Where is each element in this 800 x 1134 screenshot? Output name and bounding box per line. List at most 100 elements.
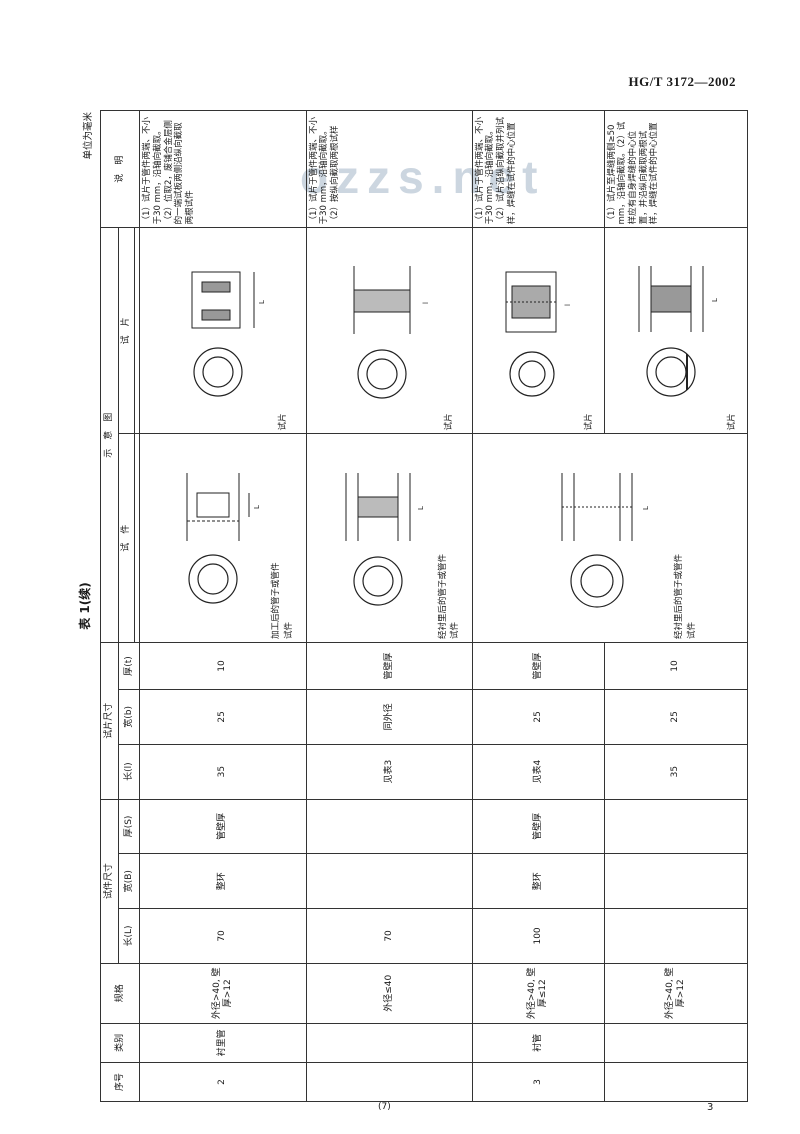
row-b: 25 (604, 689, 748, 745)
table-row: 外径≤40 70 见表3 同外径 管壁厚 L 经衬里后的管子或管件 (306, 110, 473, 1102)
sample-diagram-cell: l 试片 (472, 227, 605, 434)
page-number: 3 (707, 1102, 714, 1113)
row-width (604, 853, 748, 909)
specimen-diagram-cell: L 加工后的管子或管件 试件 (139, 433, 307, 643)
row-spec: 外径≤40 (306, 963, 473, 1024)
sample-tag: 试片 (277, 413, 288, 431)
header-no: 序号 (100, 1062, 140, 1102)
row-length: 70 (139, 908, 307, 964)
header-spec: 规格 (100, 963, 140, 1024)
specimen-diagram-3: L (561, 473, 650, 608)
row-thickness: 管壁厚 (472, 799, 605, 854)
specimen-caption: 加工后的管子或管件 (271, 562, 282, 640)
table-title: 表 1(续) (78, 582, 92, 630)
row-no: 3 (472, 1062, 605, 1102)
header-length: 长(L) (118, 908, 140, 964)
row-t: 管壁厚 (306, 642, 473, 690)
row-t: 10 (139, 642, 307, 690)
row-thickness (604, 799, 748, 854)
specimen-tag: 试件 (283, 622, 294, 640)
sample-tag: 试片 (726, 413, 737, 431)
sample-diagram-4: L (638, 265, 719, 397)
row-length: 100 (472, 908, 605, 964)
standard-number: HG/T 3172—2002 (628, 74, 736, 89)
specimen-tag: 试件 (686, 622, 697, 640)
row-category (604, 1023, 748, 1063)
svg-text:l: l (422, 302, 430, 304)
row-note: （1）试片于管件两端、不小于30 mm，沿轴向截取。（2）按纵向截取两根试样 (306, 110, 473, 228)
row-b: 25 (139, 689, 307, 745)
header-specimen-group: 试片尺寸 (100, 642, 119, 800)
sample-tag: 试片 (584, 413, 594, 431)
header-diagram: 示 意 图 (100, 227, 119, 643)
specimen-diagram-1: L (186, 473, 261, 604)
sample-diagram-cell: l 试片 (306, 227, 473, 434)
header-note: 说 明 (100, 110, 140, 228)
row-no: 2 (139, 1062, 307, 1102)
svg-text:L: L (253, 505, 261, 509)
header-specimen: 试 件 (118, 433, 135, 643)
row-length: 70 (306, 908, 473, 964)
row-no (306, 1062, 473, 1102)
header-l: 长(l) (118, 744, 140, 800)
row-t: 管壁厚 (472, 642, 605, 690)
sample-diagram-cell: L 试片 (139, 227, 307, 434)
row-t: 10 (604, 642, 748, 690)
specimen-caption: 经衬里后的管子或管件 (674, 554, 685, 640)
row-category: 衬里管 (139, 1023, 307, 1063)
specimen-diagram-2: L (345, 473, 425, 606)
specimen-diagram-cell: L 经衬里后的管子或管件 试件 (306, 433, 473, 643)
specimen-caption: 经衬里后的管子或管件 (437, 554, 448, 640)
header-row-1: 序号 类别 规格 试件尺寸 试片尺寸 示 意 图 说 明 (100, 110, 140, 1102)
svg-text:l: l (564, 304, 572, 306)
header-size-group: 试件尺寸 (100, 799, 119, 964)
header-b: 宽(b) (118, 689, 140, 745)
svg-text:L: L (711, 298, 719, 302)
row-width: 整环 (472, 853, 605, 909)
row-b: 25 (472, 689, 605, 745)
table-row: 3 衬管 外径>40, 壁厚≤12 100 整环 管壁厚 见表4 25 管壁厚 … (472, 110, 748, 1102)
specimen-tag: 试件 (450, 622, 461, 640)
sample-diagram-1: L (191, 271, 266, 397)
row-length (604, 908, 748, 964)
row-note: （1）试片于管件两端、不小于30 mm，沿轴向截取。（2）位取2，废铺合金层侧的… (139, 110, 307, 228)
row-width: 整环 (139, 853, 307, 909)
sample-tag: 试片 (443, 413, 454, 431)
row-spec: 外径>40, 壁厚≤12 (472, 963, 605, 1024)
row-l: 见表3 (306, 744, 473, 800)
row-l: 35 (139, 744, 307, 800)
header-t: 厚(t) (118, 642, 140, 690)
unit-note: 单位为毫米 (83, 112, 94, 160)
table-row: 2 衬里管 外径>40, 壁厚>12 70 整环 管壁厚 35 25 10 L (139, 110, 307, 1102)
row-thickness: 管壁厚 (139, 799, 307, 854)
row-category: 衬管 (472, 1023, 605, 1063)
row-l: 35 (604, 744, 748, 800)
header-thickness: 厚(S) (118, 799, 140, 854)
header-width: 宽(B) (118, 853, 140, 909)
row-note: （1）试片至焊缝两侧≥50 mm，沿轴向截取。（2）试样应有自身焊缝的中心位置，… (604, 110, 748, 228)
svg-text:L: L (417, 506, 425, 510)
svg-text:L: L (258, 300, 266, 304)
header-row-2: 长(L) 宽(B) 厚(S) 长(l) 宽(b) 厚(t) 试 件 试 片 (118, 111, 140, 1102)
sample-diagram-cell: L 试片 (604, 227, 748, 434)
row-l: 见表4 (472, 744, 605, 800)
specimen-diagram-cell: L 经衬里后的管子或管件 试件 (472, 433, 748, 643)
footer-mark: (7) (378, 1102, 391, 1112)
svg-text:L: L (642, 506, 650, 510)
row-thickness (306, 799, 473, 854)
row-category (306, 1023, 473, 1063)
row-no (604, 1062, 748, 1102)
spec-table: 序号 类别 规格 试件尺寸 试片尺寸 示 意 图 说 明 长(L) 宽(B) 厚… (100, 110, 748, 1102)
sample-diagram-2: l (353, 265, 430, 399)
watermark: ozzs.net (300, 151, 546, 203)
row-spec: 外径>40, 壁厚>12 (604, 963, 748, 1024)
row-spec: 外径>40, 壁厚>12 (139, 963, 307, 1024)
row-note: （1）试片于管件两端、不小于30 mm，沿轴向截取。（2）试片沿纵向截取并列试样… (472, 110, 605, 228)
row-b: 同外径 (306, 689, 473, 745)
row-width (306, 853, 473, 909)
rotated-table-page: 表 1(续) 单位为毫米 序号 类别 规格 试件尺寸 试片尺寸 示 意 图 说 … (78, 110, 748, 1102)
header-sample: 试 片 (118, 227, 135, 434)
sample-diagram-3: l (505, 271, 572, 397)
table-row: 外径>40, 壁厚>12 35 25 10 L 试片 (604, 110, 748, 1102)
header-category: 类别 (100, 1023, 140, 1063)
